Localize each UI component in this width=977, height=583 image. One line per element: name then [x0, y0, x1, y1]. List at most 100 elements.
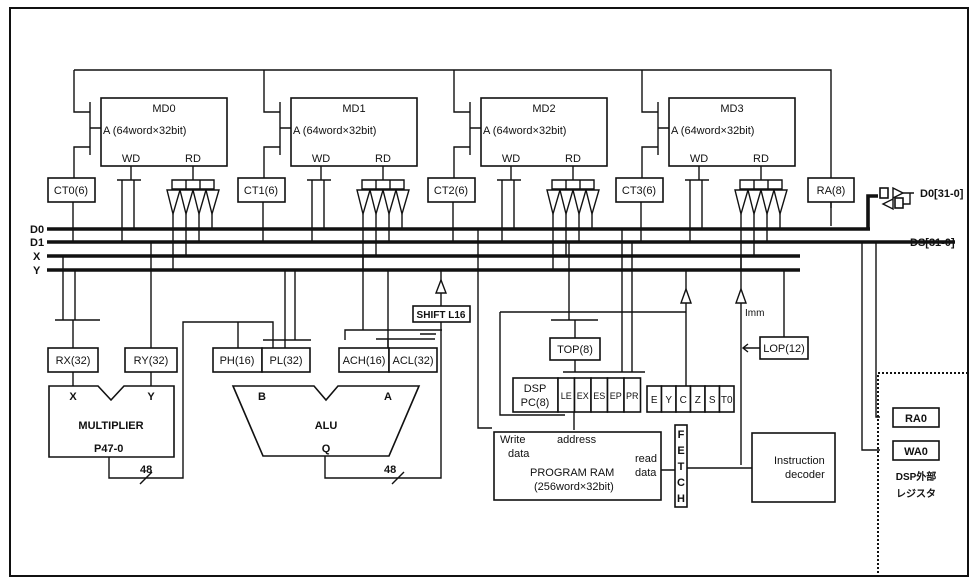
ph-register [212, 347, 263, 373]
pc-flag-pr [623, 377, 642, 413]
buffer-icon [559, 189, 574, 217]
ram-write-data-label: data [508, 448, 530, 460]
rd-wire [171, 166, 215, 190]
ac-input-wires [344, 256, 442, 348]
fetch-wires [661, 467, 752, 471]
buffer-icon [382, 189, 397, 217]
buffer-icon [734, 189, 749, 217]
pl-register [261, 347, 311, 373]
program-ram-block [493, 431, 662, 501]
d0-out-buffer-icon [892, 186, 905, 200]
memory-wd-label: WD [122, 153, 140, 165]
pl-label: PL(32) [269, 355, 302, 367]
pc-flag-label: ES [593, 391, 605, 401]
ry-label: RY(32) [134, 355, 169, 367]
memory-box [480, 97, 608, 167]
top-input-wires [551, 242, 598, 338]
pc-label-1: DSP [524, 383, 547, 395]
address-mux-wire [453, 70, 481, 178]
outer-frame [9, 7, 969, 577]
alu-out-wire [324, 320, 442, 479]
acl-register [388, 347, 438, 373]
multiplier-label: MULTIPLIER [78, 420, 143, 432]
pc-input-wires [563, 229, 645, 373]
address-mux-wire [263, 70, 291, 178]
status-flag-label: C [680, 395, 687, 406]
memory-name: MD2 [532, 103, 555, 115]
counter-label: CT0(6) [54, 185, 88, 197]
bus-x-label: X [33, 251, 41, 263]
ext-title-1: DSP外部 [896, 470, 937, 483]
memory-address-label: A (64word×32bit) [293, 125, 376, 137]
ach-label: ACH(16) [343, 355, 386, 367]
pc-label-2: PC(8) [521, 397, 550, 409]
status-flag-label: T0 [721, 395, 733, 406]
fetch-letter: T [678, 461, 685, 473]
rx-label: RX(32) [56, 355, 91, 367]
ram-write-label: Write [500, 434, 525, 446]
ach-register [338, 347, 390, 373]
lop-wires [744, 270, 785, 349]
mult-x-label: X [69, 391, 77, 403]
ds-ext-label: DS[31-0] [910, 237, 955, 249]
pc-flag-label: EP [610, 391, 622, 401]
shift-up-arrow-icon [434, 278, 448, 294]
pl-input-wires [263, 270, 311, 348]
mult-to-p-wire [108, 321, 274, 479]
status-flag-label: E [651, 395, 658, 406]
pc-flag-label: LE [561, 391, 572, 401]
memory-rd-label: RD [565, 153, 581, 165]
rx-input-wires [55, 256, 100, 348]
status-flag-label: Z [695, 395, 701, 406]
memory-address-label: A (64word×32bit) [483, 125, 566, 137]
counter-label: CT2(6) [434, 185, 468, 197]
buffer-icon [747, 189, 762, 217]
buffer-icon [192, 189, 207, 217]
memory-box [100, 97, 228, 167]
status-flag-label: S [709, 395, 716, 406]
alu-bus-slash [391, 471, 405, 485]
pc-flag-label: EX [577, 391, 589, 401]
buffer-icon [773, 189, 788, 217]
fetch-letter: C [677, 477, 685, 489]
rd-wire [551, 166, 595, 190]
mult-out-label: P47-0 [94, 443, 123, 455]
acl-label: ACL(32) [393, 355, 434, 367]
alu-a-label: A [384, 391, 392, 403]
memory-box [668, 97, 796, 167]
alu-b-label: B [258, 391, 266, 403]
memory-wd-label: WD [312, 153, 330, 165]
multiplier-block [48, 385, 175, 458]
wa0-label: WA0 [904, 446, 928, 458]
counter-label: CT1(6) [244, 185, 278, 197]
decoder-label-2: decoder [785, 469, 825, 481]
alu-label: ALU [315, 420, 338, 432]
buffer-icon [166, 189, 181, 217]
fetch-letter: H [677, 493, 685, 505]
rd-wire [739, 166, 783, 190]
counter-register [615, 177, 664, 203]
buffer-icon [572, 189, 587, 217]
d0-buffer-box-2 [894, 197, 904, 209]
imm-up-arrow-icon [735, 286, 747, 304]
top-address-wire [74, 69, 832, 208]
shift-label: SHIFT L16 [417, 310, 466, 321]
counter-register [47, 177, 96, 203]
counter-register [237, 177, 286, 203]
buffer-icon [760, 189, 775, 217]
status-flag-label: Y [665, 395, 672, 406]
buffer-icon [369, 189, 384, 217]
memory-name: MD3 [720, 103, 743, 115]
ram-read-data-label: data [635, 467, 657, 479]
counter-label: CT3(6) [622, 185, 656, 197]
fetch-letter: E [677, 445, 684, 457]
d0-in-buffer-icon [881, 197, 894, 211]
rd-wire [361, 166, 405, 190]
d0-ext-wire [866, 194, 878, 229]
lop-arrow-icon [741, 343, 749, 353]
wd-wire [307, 166, 331, 242]
